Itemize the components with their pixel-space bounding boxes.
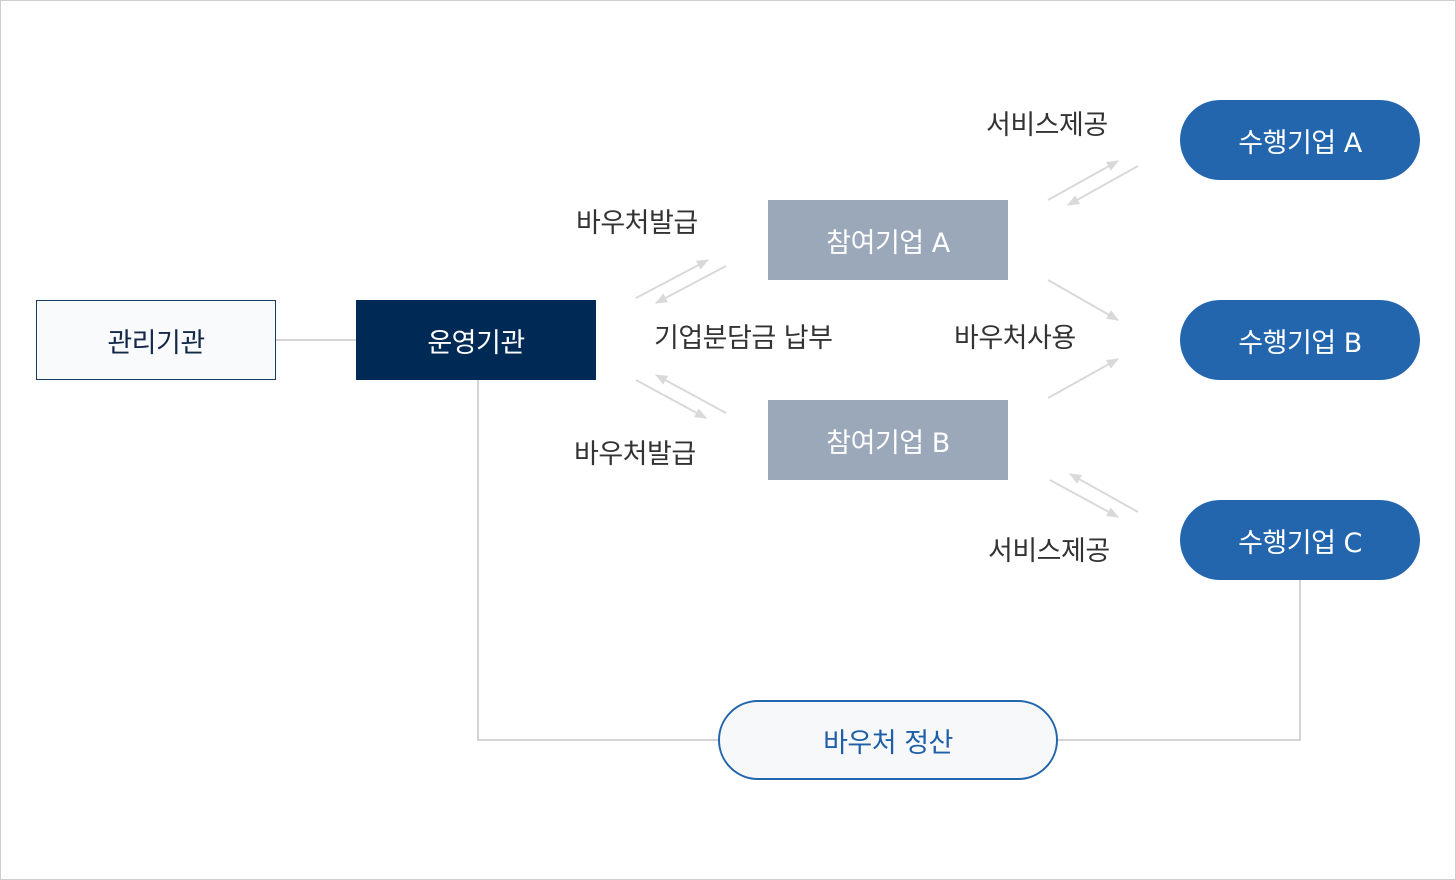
arrow-participant-a-to-performer-b bbox=[1047, 279, 1119, 321]
operator-settlement-line bbox=[477, 380, 718, 741]
service-provision-label-top: 서비스제공 bbox=[986, 110, 1108, 141]
participant-company-a-box: 참여기업 A bbox=[768, 200, 1008, 280]
arrow-participant-b-to-operator bbox=[655, 374, 727, 414]
arrow-participant-b-to-performer-c bbox=[1049, 479, 1119, 518]
performer-c-settlement-line bbox=[1058, 580, 1301, 741]
performer-company-c-pill: 수행기업 C bbox=[1180, 500, 1420, 580]
arrow-operator-to-participant-a bbox=[635, 259, 709, 299]
voucher-use-label: 바우처사용 bbox=[954, 323, 1076, 354]
voucher-issue-label-bottom: 바우처발급 bbox=[574, 439, 696, 470]
arrow-performer-c-to-participant-b bbox=[1069, 473, 1139, 513]
performer-company-a-pill: 수행기업 A bbox=[1180, 100, 1420, 180]
participant-company-b-box: 참여기업 B bbox=[768, 400, 1008, 480]
company-share-payment-label: 기업분담금 납부 bbox=[654, 323, 833, 354]
arrow-participant-a-to-performer-a bbox=[1047, 160, 1119, 201]
arrow-operator-to-participant-b bbox=[635, 379, 707, 419]
service-provision-label-bottom: 서비스제공 bbox=[988, 536, 1110, 567]
arrow-participant-a-to-operator bbox=[655, 265, 727, 304]
management-agency-box: 관리기관 bbox=[36, 300, 276, 380]
arrow-participant-b-to-performer-b bbox=[1047, 358, 1119, 399]
voucher-issue-label-top: 바우처발급 bbox=[576, 208, 698, 239]
voucher-settlement-pill: 바우처 정산 bbox=[718, 700, 1058, 780]
performer-company-b-pill: 수행기업 B bbox=[1180, 300, 1420, 380]
arrow-performer-a-to-participant-a bbox=[1067, 165, 1139, 206]
operating-agency-box: 운영기관 bbox=[356, 300, 596, 380]
